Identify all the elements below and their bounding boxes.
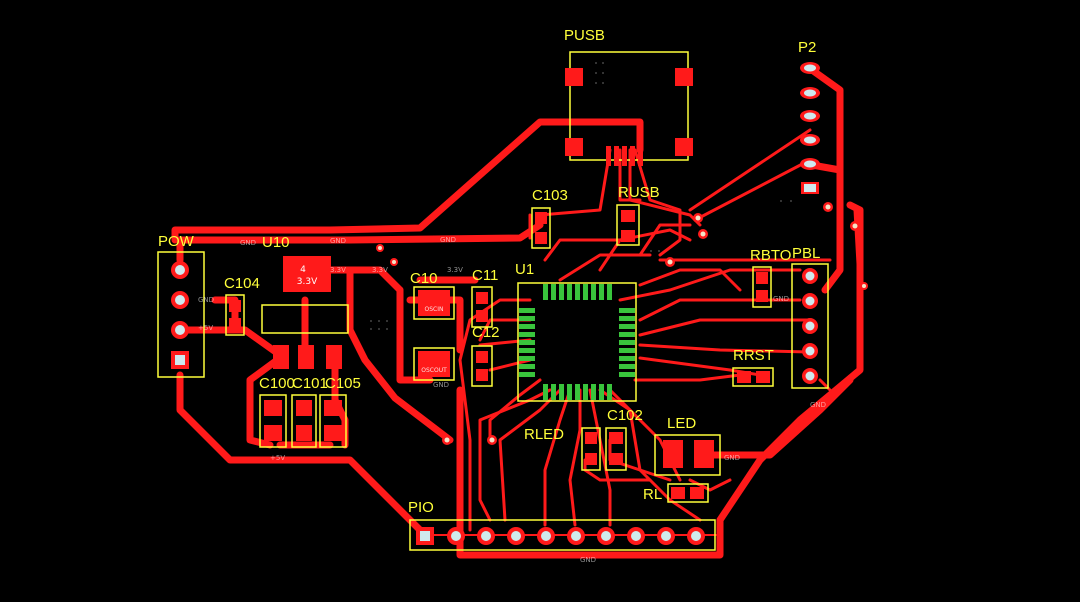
osc-out-label: OSCOUT	[421, 367, 447, 374]
net-labels: GND GND GND 3.3V 3.3V 3.3V GND +5V +5V G…	[198, 236, 826, 564]
c12-outline	[471, 345, 493, 387]
net-label: GND	[240, 239, 256, 247]
net-label: GND	[198, 296, 214, 304]
designator-rl: RL	[643, 486, 662, 503]
traces	[171, 66, 864, 559]
designator-rrst: RRST	[733, 347, 774, 364]
designator-c104: C104	[224, 275, 260, 292]
net-label: GND	[724, 454, 740, 462]
net-label: GND	[440, 236, 456, 244]
designator-pow: POW	[158, 233, 195, 250]
pow-pins	[171, 261, 189, 369]
net-label: 3.3V	[330, 266, 346, 274]
u1-outline	[517, 282, 637, 402]
designator-u10: U10	[262, 234, 290, 251]
c11-outline	[471, 286, 493, 328]
vias	[376, 202, 868, 445]
designator-pusb: PUSB	[564, 27, 605, 44]
pio-pins	[416, 527, 705, 545]
c101-outline	[291, 394, 317, 448]
pads	[171, 62, 868, 545]
net-label: 3.3V	[447, 266, 463, 274]
u1-pins	[519, 284, 635, 400]
u10-tab-number: 4	[300, 265, 306, 275]
net-label: GND	[773, 295, 789, 303]
u10-tab-value: 3.3V	[297, 277, 318, 287]
c105-outline	[319, 394, 347, 448]
designator-pio: PIO	[408, 499, 434, 516]
c103-outline	[531, 207, 551, 249]
pio-outline	[409, 519, 716, 551]
osc-outline	[413, 347, 455, 381]
net-label: 3.3V	[372, 266, 388, 274]
c10-outline	[413, 286, 455, 320]
rbto-outline	[752, 266, 772, 308]
c104-outline	[225, 294, 245, 336]
net-label: GND	[330, 237, 346, 245]
designator-c100: C100	[259, 375, 295, 392]
pusb-outline	[569, 51, 689, 161]
u10-tab	[283, 256, 331, 292]
designator-c11: C11	[472, 267, 498, 284]
pad-labels: 4 3.3V OSCIN OSCOUT	[297, 265, 447, 374]
c102-outline	[605, 427, 627, 471]
led-outline	[654, 434, 721, 476]
osc-in-label: OSCIN	[425, 306, 444, 313]
rled-outline	[581, 427, 601, 471]
designator-rbto: RBTO	[750, 247, 791, 264]
net-label: GND	[580, 556, 596, 564]
designator-c105: C105	[325, 375, 361, 392]
designator-c102: C102	[607, 407, 643, 424]
designator-c101: C101	[292, 375, 328, 392]
rusb-outline	[616, 204, 640, 246]
designator-c10: C10	[410, 270, 438, 287]
net-label: +5V	[198, 324, 213, 332]
designator-led: LED	[667, 415, 696, 432]
c100-outline	[259, 394, 287, 448]
designator-rusb: RUSB	[618, 184, 660, 201]
net-label: +5V	[270, 454, 285, 462]
designator-rled: RLED	[524, 426, 564, 443]
rrst-outline	[732, 367, 774, 387]
net-label: GND	[810, 401, 826, 409]
designator-p2: P2	[798, 39, 816, 56]
background-dots	[370, 62, 792, 330]
net-label: GND	[433, 381, 449, 389]
pbl-outline	[791, 263, 829, 389]
designator-c103: C103	[532, 187, 568, 204]
pow-outline	[157, 251, 205, 378]
p2-pins	[800, 62, 820, 194]
rl-outline	[667, 483, 709, 503]
designator-c12: C12	[472, 324, 500, 341]
pbl-pins	[802, 268, 818, 384]
designator-u1: U1	[515, 261, 534, 278]
u10-outline	[261, 304, 349, 334]
silkscreen	[157, 51, 829, 551]
designators: PUSB P2 C103 RUSB POW U10 C104 C10 C11 U…	[158, 27, 820, 516]
designator-pbl: PBL	[792, 245, 820, 262]
